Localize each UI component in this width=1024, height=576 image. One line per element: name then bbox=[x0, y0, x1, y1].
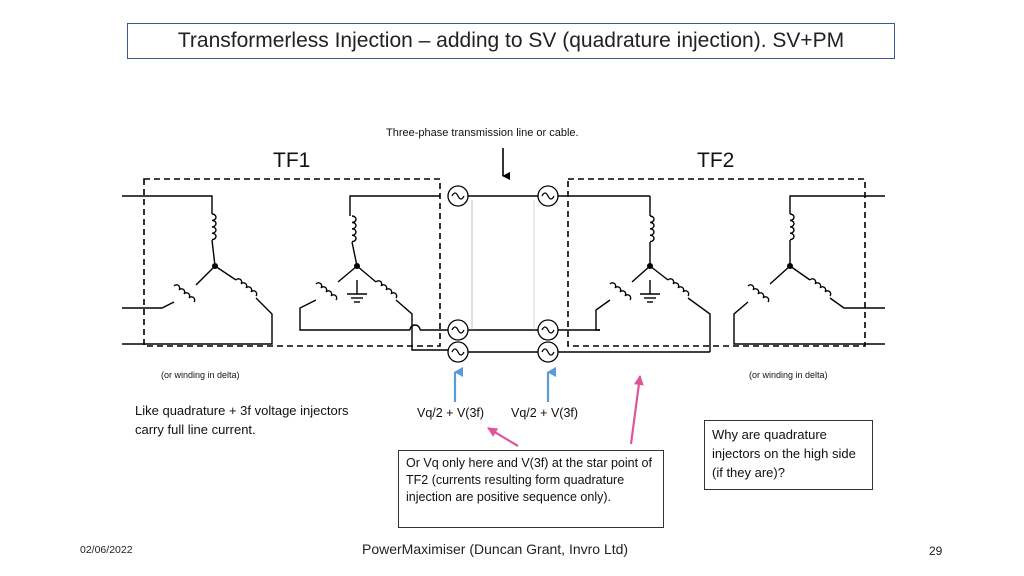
tf2-label: TF2 bbox=[697, 149, 735, 172]
injector-label-2: Vq/2 + V(3f) bbox=[511, 406, 579, 420]
transmission-line bbox=[468, 195, 710, 353]
tf1-secondary-winding bbox=[299, 195, 448, 351]
slide-title: Transformerless Injection – adding to SV… bbox=[127, 23, 895, 59]
pink-arrow-1 bbox=[487, 427, 519, 447]
injector-sources bbox=[447, 185, 559, 363]
footer-date: 02/06/2022 bbox=[80, 544, 133, 556]
pink-arrow-2 bbox=[629, 375, 644, 445]
tf2-enclosure bbox=[567, 178, 866, 347]
injector-label-1: Vq/2 + V(3f) bbox=[417, 406, 485, 420]
tf1-primary-winding bbox=[122, 195, 273, 345]
tf1-enclosure bbox=[143, 178, 441, 347]
tf2-primary-winding bbox=[733, 195, 885, 345]
line-label: Three-phase transmission line or cable. bbox=[386, 127, 579, 139]
tf2-secondary-winding bbox=[595, 196, 711, 352]
center-callout: Or Vq only here and V(3f) at the star po… bbox=[398, 450, 664, 528]
right-callout: Why are quadrature injectors on the high… bbox=[704, 420, 873, 490]
delta-note-left: (or winding in delta) bbox=[161, 370, 240, 380]
footer-center: PowerMaximiser (Duncan Grant, Invro Ltd) bbox=[362, 541, 629, 557]
left-note: Like quadrature + 3f voltage injectors c… bbox=[135, 403, 349, 437]
page-number: 29 bbox=[929, 544, 943, 558]
delta-note-right: (or winding in delta) bbox=[749, 370, 828, 380]
tf1-label: TF1 bbox=[273, 149, 311, 172]
